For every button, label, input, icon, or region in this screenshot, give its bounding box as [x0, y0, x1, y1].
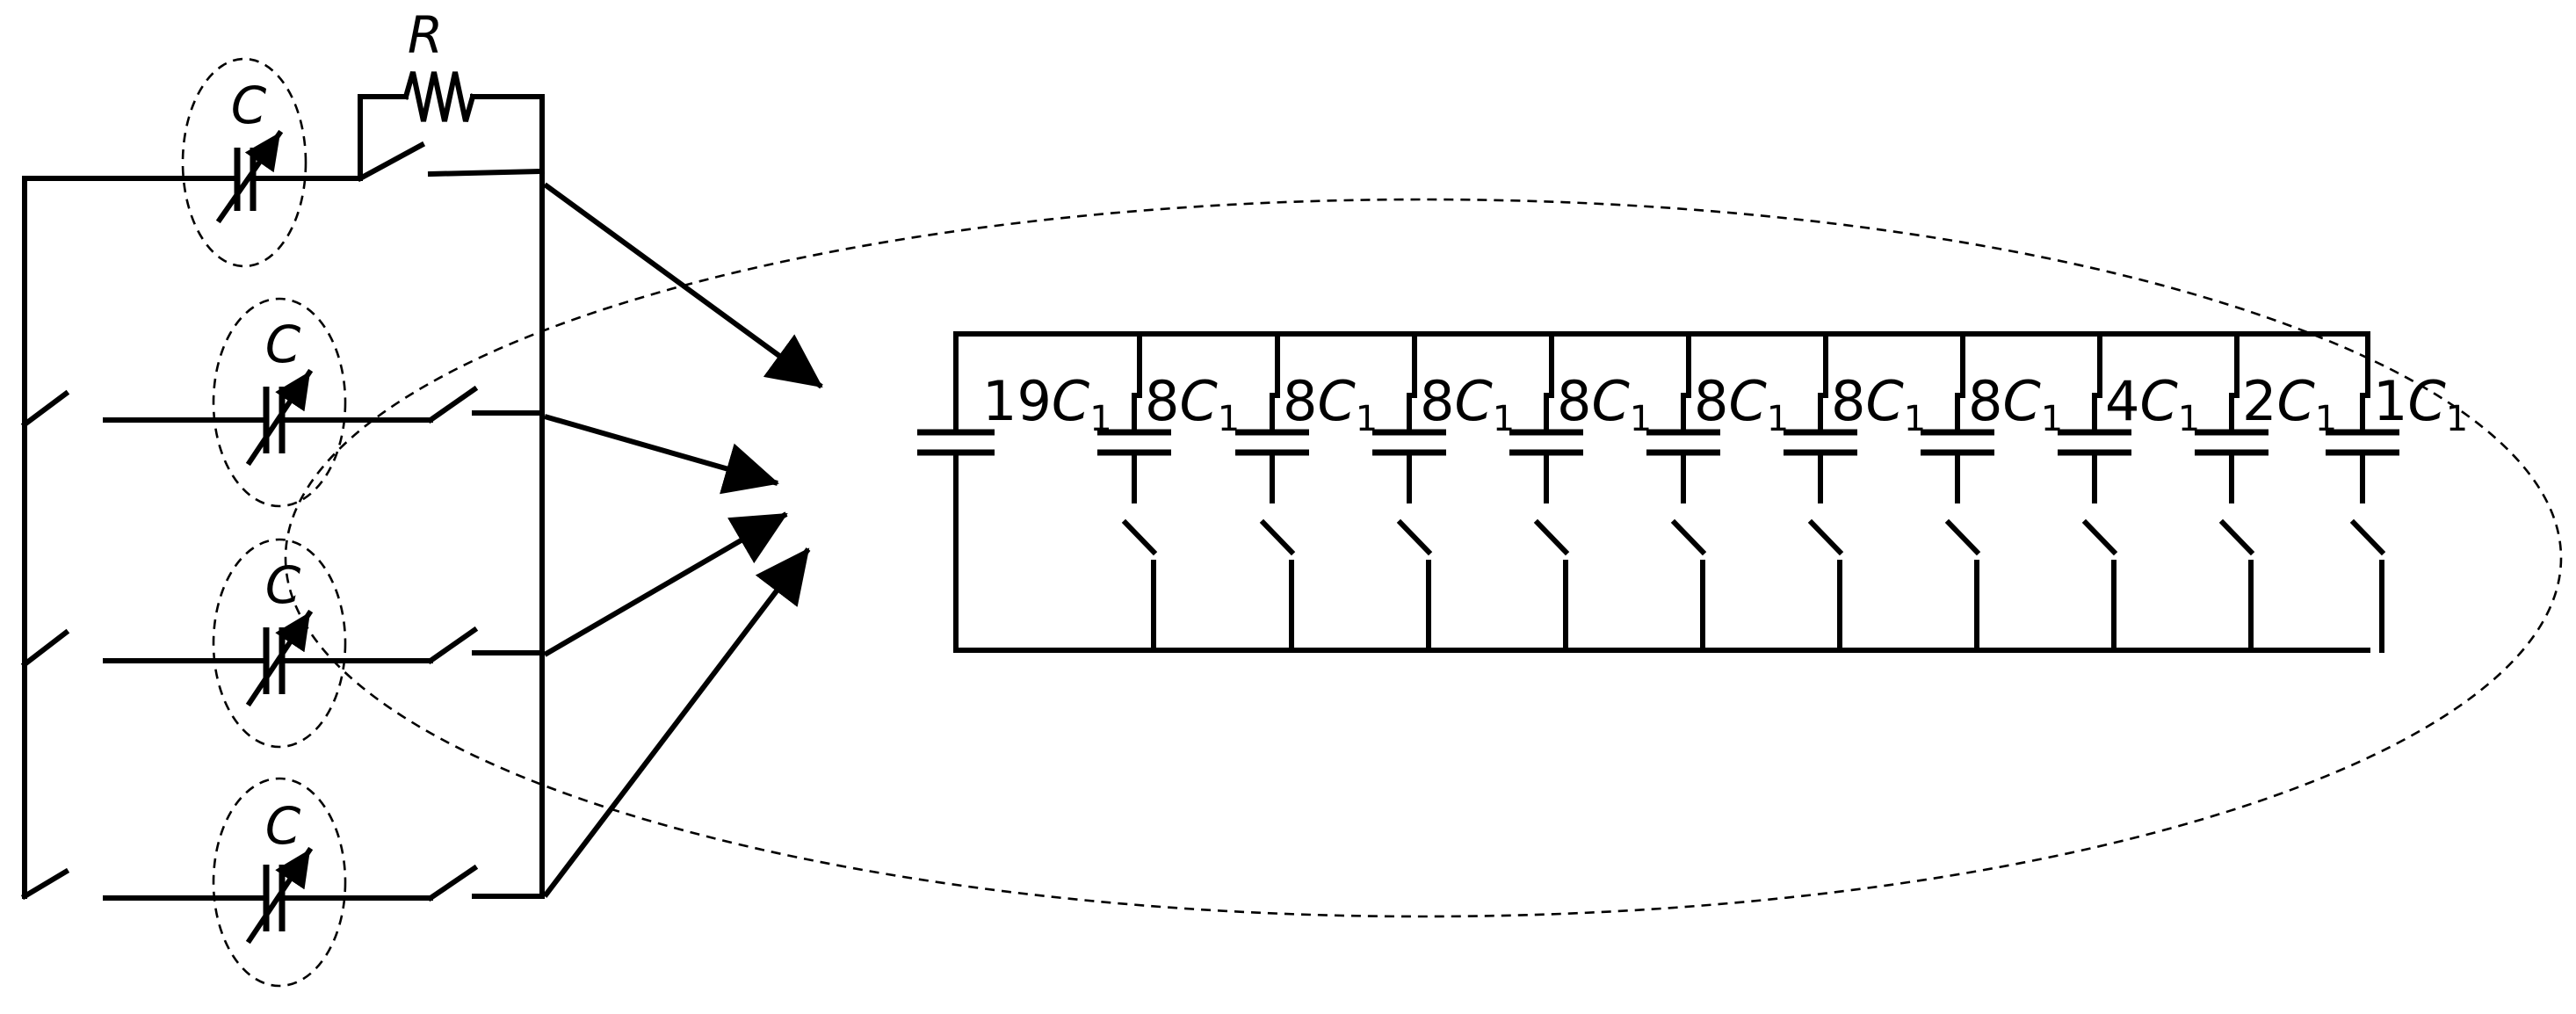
- label-coefficient: 8: [1968, 369, 2002, 433]
- label-symbol: C: [1179, 369, 1218, 433]
- label-coefficient: 8: [1694, 369, 1728, 433]
- tuning-arrow: [245, 846, 314, 945]
- bank-switch: [2081, 518, 2118, 556]
- bank-capacitor-cell: 19C1: [917, 331, 1112, 653]
- tuning-arrow: [215, 129, 284, 224]
- label-symbol: C: [1454, 369, 1493, 433]
- switch: [20, 628, 70, 669]
- label-coefficient: 4: [2105, 369, 2139, 433]
- label-symbol: C: [1052, 369, 1090, 433]
- label-symbol: C: [2276, 369, 2315, 433]
- bank-highlight-ellipse: [284, 198, 2563, 918]
- label-symbol: C: [1591, 369, 1630, 433]
- capacitor-label: C: [231, 76, 267, 135]
- branch-3: C: [20, 538, 545, 749]
- capacitor-highlight: [212, 538, 347, 749]
- label-symbol: C: [1317, 369, 1356, 433]
- expansion-arrow: [542, 547, 811, 898]
- bank-capacitor-cell: 8C1: [1372, 331, 1515, 653]
- bank-capacitor-label: 1C1: [2373, 369, 2468, 439]
- expansion-arrow: [543, 511, 788, 657]
- switch: [20, 867, 70, 901]
- bank-capacitor-cell: 8C1: [1097, 331, 1240, 653]
- capacitor-highlight: [181, 57, 308, 268]
- expansion-arrows: [542, 182, 823, 898]
- bank-capacitor-label: 8C1: [1283, 369, 1378, 439]
- bank-capacitor-label: 8C1: [1694, 369, 1789, 439]
- switch: [426, 385, 479, 424]
- capacitor-label: C: [265, 555, 301, 615]
- bank-capacitor-label: 2C1: [2242, 369, 2337, 439]
- bank-capacitor-label: 8C1: [1831, 369, 1926, 439]
- bank-switch: [1259, 518, 1296, 556]
- bank-capacitor-cell: 8C1: [1646, 331, 1789, 653]
- switch: [426, 626, 479, 665]
- bank-switch: [1533, 518, 1570, 556]
- label-coefficient: 8: [1145, 369, 1179, 433]
- switch: [426, 864, 479, 902]
- resistor: [402, 71, 476, 122]
- branch-1: R C: [22, 5, 546, 268]
- bank-capacitor-label: 19C1: [982, 369, 1112, 439]
- label-coefficient: 8: [1420, 369, 1454, 433]
- bank-capacitor-cell: 1C1: [2326, 331, 2468, 653]
- label-coefficient: 8: [1283, 369, 1317, 433]
- label-coefficient: 19: [982, 369, 1052, 433]
- capacitor-label: C: [265, 796, 301, 856]
- bank-switch: [1396, 518, 1433, 556]
- label-coefficient: 8: [1557, 369, 1591, 433]
- bank-switch: [1807, 518, 1844, 556]
- bank-capacitor-cell: 2C1: [2195, 331, 2337, 653]
- bank-capacitor-label: 8C1: [1420, 369, 1515, 439]
- label-coefficient: 8: [1831, 369, 1865, 433]
- capacitor-highlight: [212, 777, 347, 988]
- label-coefficient: 1: [2373, 369, 2407, 433]
- label-symbol: C: [2139, 369, 2178, 433]
- capacitor-highlight: [212, 297, 347, 508]
- bank-switch: [1944, 518, 1981, 556]
- branch-4: C: [20, 777, 545, 988]
- label-symbol: C: [2407, 369, 2446, 433]
- bank-capacitor-cell: 8C1: [1235, 331, 1378, 653]
- bank-switch: [2349, 518, 2386, 556]
- bank-switch: [2218, 518, 2255, 556]
- label-subscript: 1: [2446, 399, 2468, 439]
- label-symbol: C: [2002, 369, 2041, 433]
- bank-capacitor-label: 8C1: [1557, 369, 1652, 439]
- bank-capacitor-cell: 4C1: [2058, 331, 2200, 653]
- bank-capacitor-label: 4C1: [2105, 369, 2200, 439]
- label-coefficient: 2: [2242, 369, 2276, 433]
- left-network: R C C C: [20, 5, 546, 988]
- label-symbol: C: [1865, 369, 1904, 433]
- label-symbol: C: [1728, 369, 1767, 433]
- bank-capacitor-cell: 8C1: [1509, 331, 1652, 653]
- resistor-label: R: [408, 5, 443, 65]
- bank-capacitor-cell: 8C1: [1784, 331, 1926, 653]
- switch: [20, 389, 70, 429]
- bank-switch: [1670, 518, 1707, 556]
- tuning-arrow: [245, 609, 314, 707]
- expansion-arrow: [544, 414, 779, 495]
- tuning-arrow: [245, 368, 314, 467]
- bank-capacitor-label: 8C1: [1968, 369, 2063, 439]
- bank-capacitor-label: 8C1: [1145, 369, 1240, 439]
- switch: [356, 141, 426, 183]
- bank-capacitor-cell: 8C1: [1921, 331, 2063, 653]
- capacitor-label: C: [265, 315, 301, 374]
- branch-2: C: [20, 297, 545, 508]
- bank-switch: [1121, 518, 1158, 556]
